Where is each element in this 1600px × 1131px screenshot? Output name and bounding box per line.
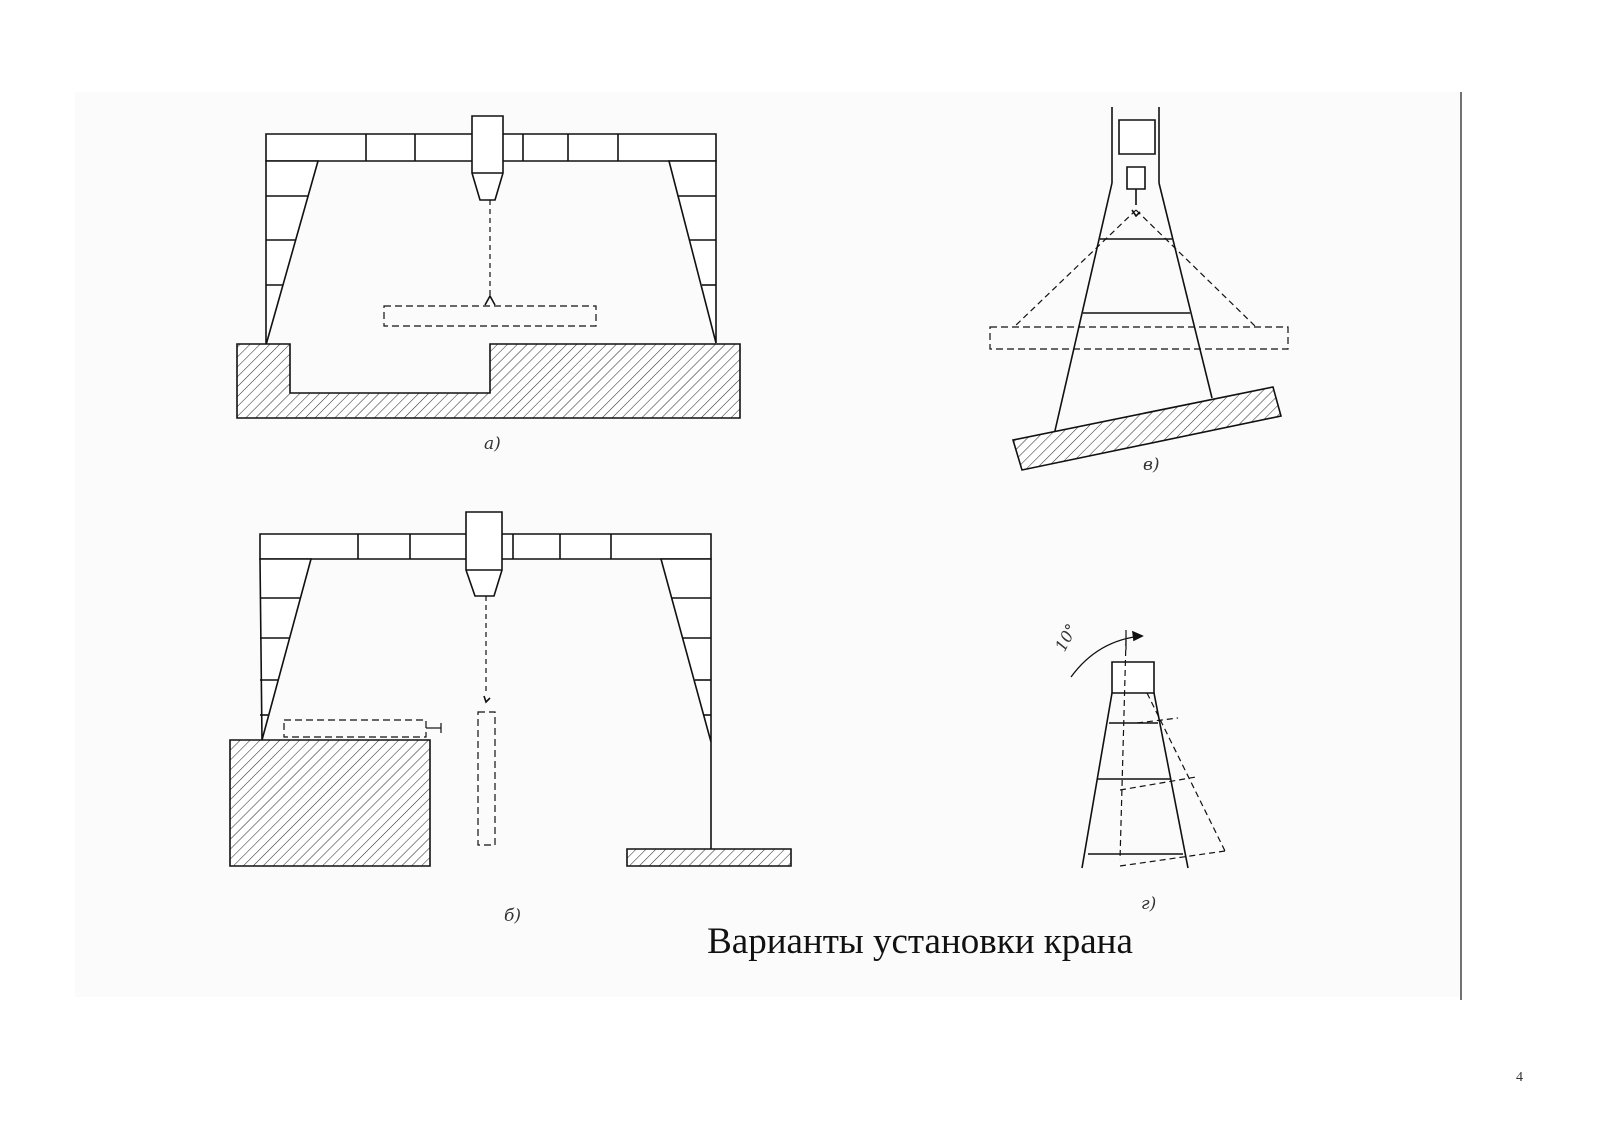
variant-g-left-leg <box>1082 693 1112 868</box>
caption-variant-v: в) <box>1143 455 1160 475</box>
variant-b-gantry-crane <box>230 512 791 866</box>
variant-a-load <box>384 306 596 326</box>
variant-b-horizontal-load <box>284 720 426 737</box>
variant-v-load <box>990 327 1288 349</box>
variant-b-vertical-load <box>478 712 495 845</box>
variant-v-left-leg <box>1054 183 1112 435</box>
variant-v-right-leg <box>1159 183 1212 398</box>
variant-a-right-leg <box>669 161 716 343</box>
variant-g-cab <box>1112 662 1154 693</box>
page-number: 4 <box>1516 1070 1523 1085</box>
variant-v-trolley <box>1127 167 1145 189</box>
variant-b-ground-slab <box>627 849 791 866</box>
variant-g-right-leg <box>1154 693 1188 868</box>
variant-a-gantry-crane <box>237 116 740 418</box>
caption-variant-b: б) <box>504 906 522 926</box>
variant-b-trolley <box>466 512 502 596</box>
variant-b-raised-platform <box>230 740 430 866</box>
variant-b-hook <box>484 696 490 702</box>
variant-v-cab <box>1119 120 1155 154</box>
variant-a-hook <box>485 296 495 305</box>
caption-variant-g: г) <box>1141 894 1157 914</box>
variant-a-left-leg <box>266 161 318 345</box>
variant-a-ground-with-pit <box>237 344 740 418</box>
caption-variant-a: а) <box>484 434 501 454</box>
variant-v-sloped-ground <box>1013 387 1281 470</box>
variant-b-right-leg <box>661 559 711 742</box>
drawing-title: Варианты установки крана <box>707 921 1133 962</box>
variant-g-crane-tilt <box>1071 630 1225 868</box>
variant-b-left-leg <box>260 559 311 740</box>
variant-v-crane-on-slope <box>990 107 1288 470</box>
variant-a-trolley <box>472 116 503 200</box>
variant-g-angle-arrowhead <box>1133 632 1142 640</box>
